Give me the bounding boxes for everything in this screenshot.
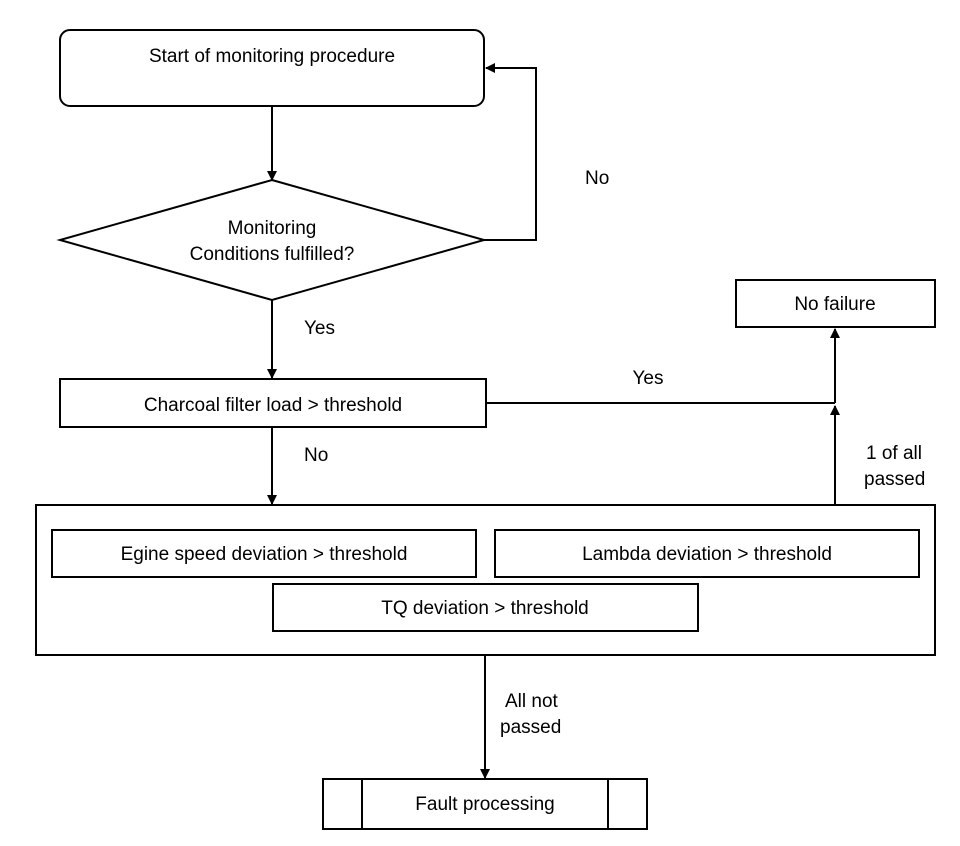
- label-yes-to-charcoal: Yes: [304, 318, 335, 339]
- label-no-to-checks: No: [304, 445, 328, 466]
- decision-label-line1: Monitoring: [228, 218, 317, 239]
- checks-container: Egine speed deviation > threshold Lambda…: [35, 504, 936, 656]
- charcoal-node-label: Charcoal filter load > threshold: [144, 395, 402, 416]
- no-failure-node: No failure: [735, 279, 936, 328]
- decision-node: Monitoring Conditions fulfilled?: [56, 178, 488, 302]
- no-failure-label: No failure: [794, 294, 875, 315]
- lambda-label: Lambda deviation > threshold: [582, 544, 832, 565]
- engine-speed-label: Egine speed deviation > threshold: [121, 544, 408, 565]
- label-one-passed-line2: passed: [864, 469, 925, 490]
- fault-processing-node: Fault processing: [322, 778, 648, 830]
- arrow-no-loop: [484, 63, 537, 241]
- fault-processing-label: Fault processing: [415, 794, 554, 815]
- start-node: Start of monitoring procedure: [59, 29, 485, 107]
- decision-label-line2: Conditions fulfilled?: [190, 244, 355, 265]
- tq-label: TQ deviation > threshold: [381, 598, 589, 619]
- label-all-not-passed-line2: passed: [500, 717, 561, 738]
- label-no-loop: No: [585, 168, 609, 189]
- label-all-not-passed-line1: All not: [505, 691, 559, 712]
- tq-check: TQ deviation > threshold: [272, 583, 699, 632]
- engine-speed-check: Egine speed deviation > threshold: [51, 529, 477, 578]
- lambda-check: Lambda deviation > threshold: [494, 529, 920, 578]
- label-yes-to-no-failure: Yes: [633, 368, 664, 389]
- start-node-label: Start of monitoring procedure: [149, 46, 395, 67]
- label-one-passed-line1: 1 of all: [866, 443, 922, 464]
- charcoal-node: Charcoal filter load > threshold: [59, 378, 487, 428]
